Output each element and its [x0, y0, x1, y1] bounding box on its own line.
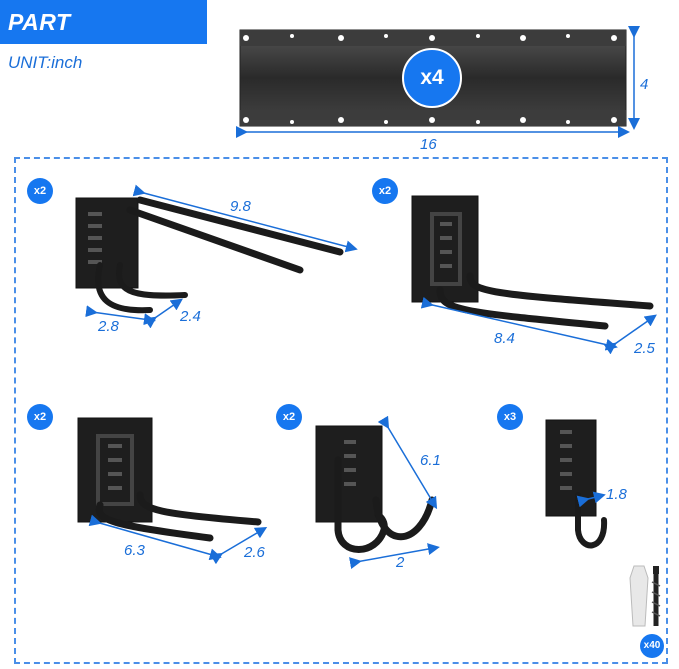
hook-1-dim-width: 2.8: [98, 318, 119, 335]
hook-3-dim-width: 2.6: [244, 544, 265, 561]
hook-5-quantity-badge: x3: [497, 404, 523, 430]
hook-1-quantity-badge: x2: [27, 178, 53, 204]
hook-3-dim-length: 6.3: [124, 542, 145, 559]
rail-plate: [239, 29, 627, 127]
hook-1-dim-depth: 2.4: [180, 308, 201, 325]
hook-4-dim-height: 6.1: [420, 452, 441, 469]
screws-quantity-badge: x40: [640, 634, 664, 658]
hook-2-quantity-badge: x2: [372, 178, 398, 204]
hook-4-illustration: [315, 425, 436, 553]
rail-length-label: 16: [420, 136, 437, 153]
hook-3-quantity-badge: x2: [27, 404, 53, 430]
screw-anchor-illustration: [629, 565, 661, 627]
hook-4-dim-width: 2: [396, 554, 405, 571]
page-title: PART DIMENSIONS: [0, 0, 207, 79]
hook-5-dim-width: 1.8: [606, 486, 627, 503]
unit-label: UNIT:inch: [8, 53, 83, 72]
hook-4-quantity-badge: x2: [276, 404, 302, 430]
hook-2-dim-width: 2.5: [634, 340, 655, 357]
hooks-section: [14, 157, 668, 664]
hook-2-dim-length: 8.4: [494, 330, 515, 347]
rail-height-label: 4: [640, 76, 649, 93]
hook-1-dim-length: 9.8: [230, 198, 251, 215]
rail-quantity-badge: x4: [402, 48, 462, 108]
